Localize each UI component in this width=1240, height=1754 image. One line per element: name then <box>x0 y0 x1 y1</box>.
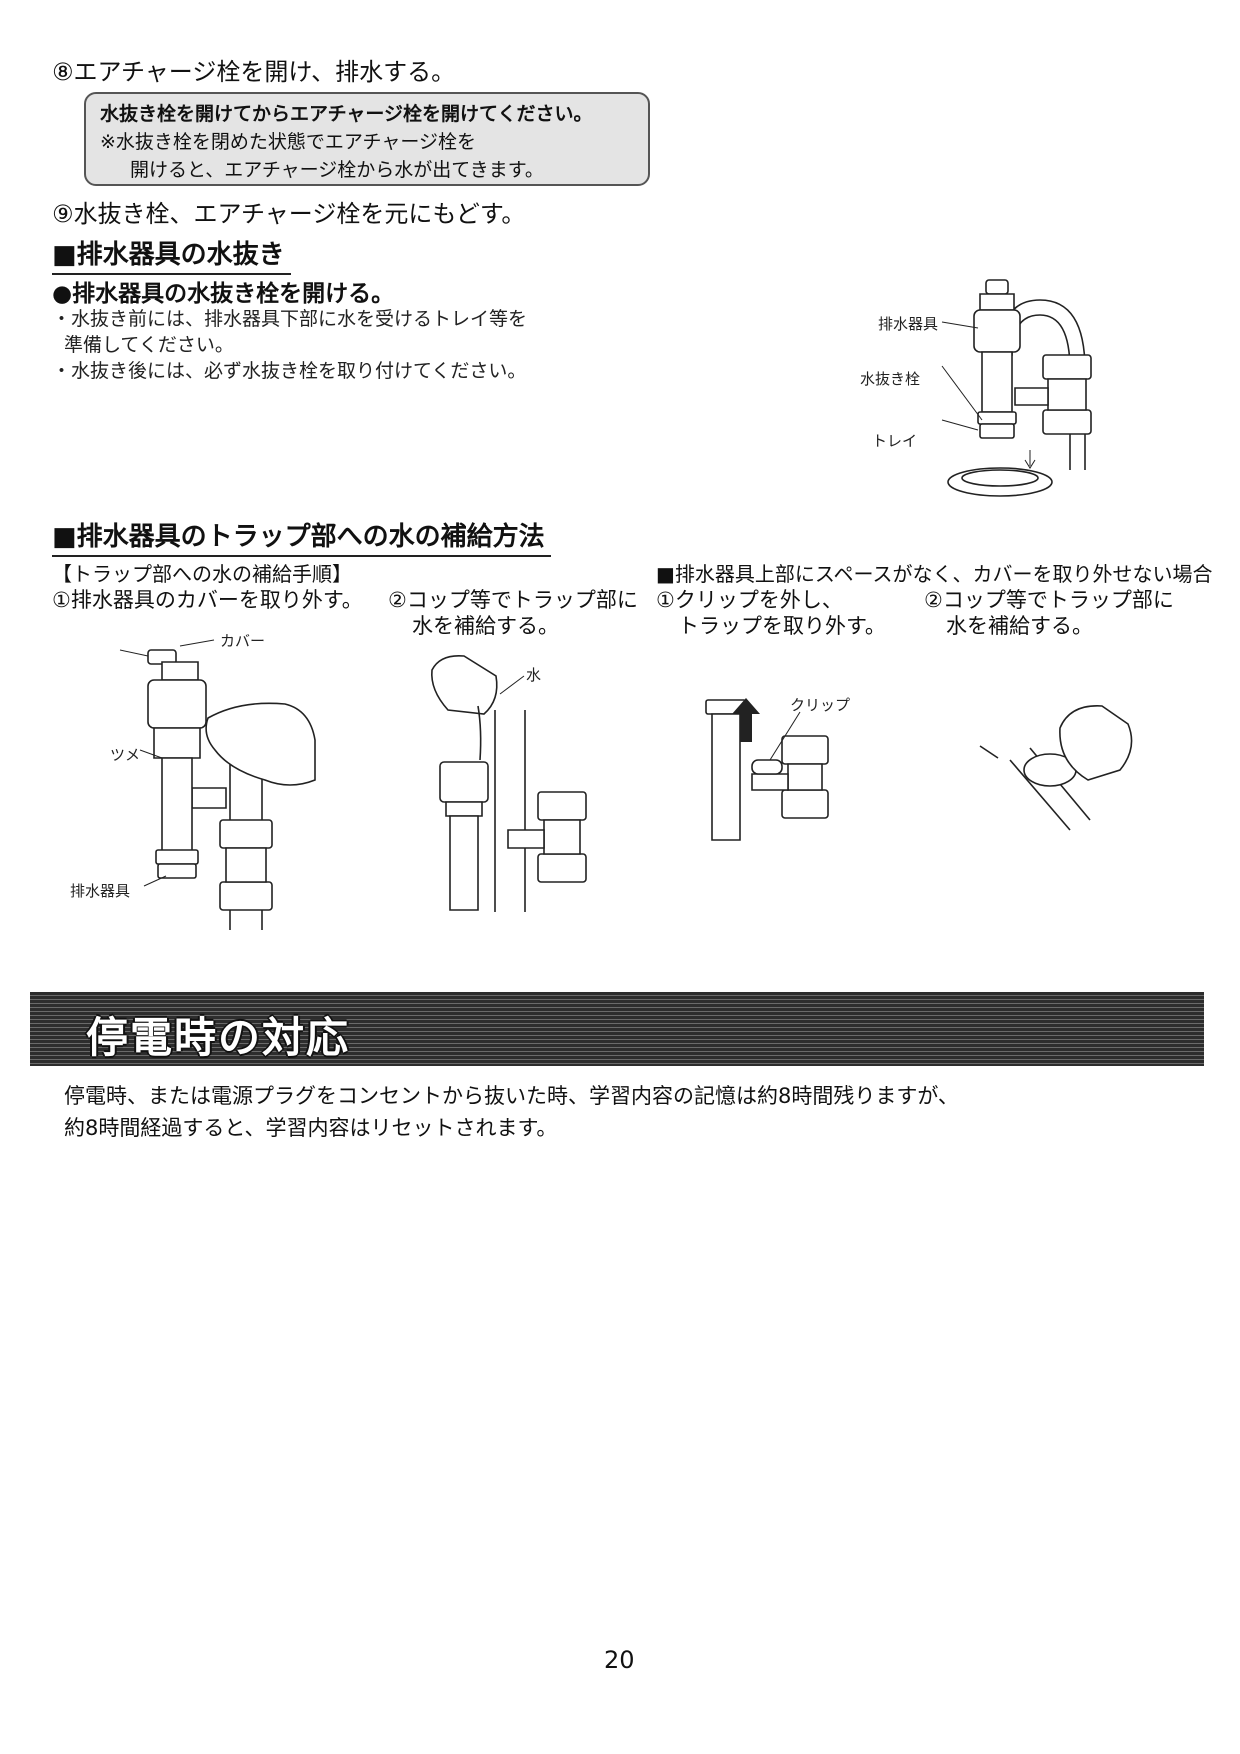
power-text-line-2: 約8時間経過すると、学習内容はリセットされます。 <box>64 1116 558 1140</box>
step-8-text: ⑧エアチャージ栓を開け、排水する。 <box>52 58 456 86</box>
trap-step-1: ①排水器具のカバーを取り外す。 <box>52 588 363 612</box>
drain-section-subheading: ●排水器具の水抜き栓を開ける。 <box>52 281 395 307</box>
refill-trap-illustration <box>970 700 1150 840</box>
label-water: 水 <box>526 666 542 684</box>
power-text-line-1: 停電時、または電源プラグをコンセントから抜いた時、学習内容の記憶は約8時間残りま… <box>64 1084 959 1108</box>
remove-cover-illustration <box>100 640 340 940</box>
drain-bullet-2: ・水抜き後には、必ず水抜き栓を取り付けてください。 <box>52 360 527 382</box>
label-fixture-drain: 排水器具 <box>878 315 939 333</box>
pour-water-illustration <box>420 650 620 920</box>
caution-note-line-1: 水抜き栓を開けてからエアチャージ栓を開けてください。 <box>100 103 593 125</box>
trap-step-2-line-1: ②コップ等でトラップ部に <box>388 588 638 612</box>
trap-procedure-title: 【トラップ部への水の補給手順】 <box>52 562 352 586</box>
drain-fixture-illustration <box>850 270 1150 540</box>
caution-note-line-3: 開けると、エアチャージ栓から水が出てきます。 <box>130 159 544 181</box>
label-clip: クリップ <box>790 696 851 714</box>
caution-note-box: 水抜き栓を開けてからエアチャージ栓を開けてください。 ※水抜き栓を閉めた状態でエ… <box>84 92 650 186</box>
trap-section-heading: ■排水器具のトラップ部への水の補給方法 <box>52 516 551 557</box>
alt-title: ■排水器具上部にスペースがなく、カバーを取り外せない場合 <box>656 562 1213 586</box>
drain-bullet-1-line-1: ・水抜き前には、排水器具下部に水を受けるトレイ等を <box>52 308 528 330</box>
alt-step-1-line-2: トラップを取り外す。 <box>678 614 886 638</box>
drain-bullet-1-line-2: 準備してください。 <box>64 334 234 356</box>
label-tray: トレイ <box>872 432 918 450</box>
power-outage-banner: 停電時の対応 <box>30 992 1204 1066</box>
caution-note-line-2: ※水抜き栓を閉めた状態でエアチャージ栓を <box>100 131 476 153</box>
label-fixture-trap: 排水器具 <box>70 882 131 900</box>
page-number: 20 <box>604 1646 635 1674</box>
drain-section-heading: ■排水器具の水抜き <box>52 234 291 275</box>
alt-step-2-line-1: ②コップ等でトラップ部に <box>924 588 1174 612</box>
power-outage-title: 停電時の対応 <box>86 1013 351 1062</box>
label-drain-plug: 水抜き栓 <box>860 370 921 388</box>
step-9-text: ⑨水抜き栓、エアチャージ栓を元にもどす。 <box>52 200 526 228</box>
alt-step-1-line-1: ①クリップを外し、 <box>656 588 843 612</box>
label-cover: カバー <box>220 632 266 650</box>
clip-remove-illustration <box>700 698 870 850</box>
label-tab: ツメ <box>110 746 141 764</box>
alt-step-2-line-2: 水を補給する。 <box>946 614 1093 638</box>
trap-step-2-line-2: 水を補給する。 <box>412 614 559 638</box>
